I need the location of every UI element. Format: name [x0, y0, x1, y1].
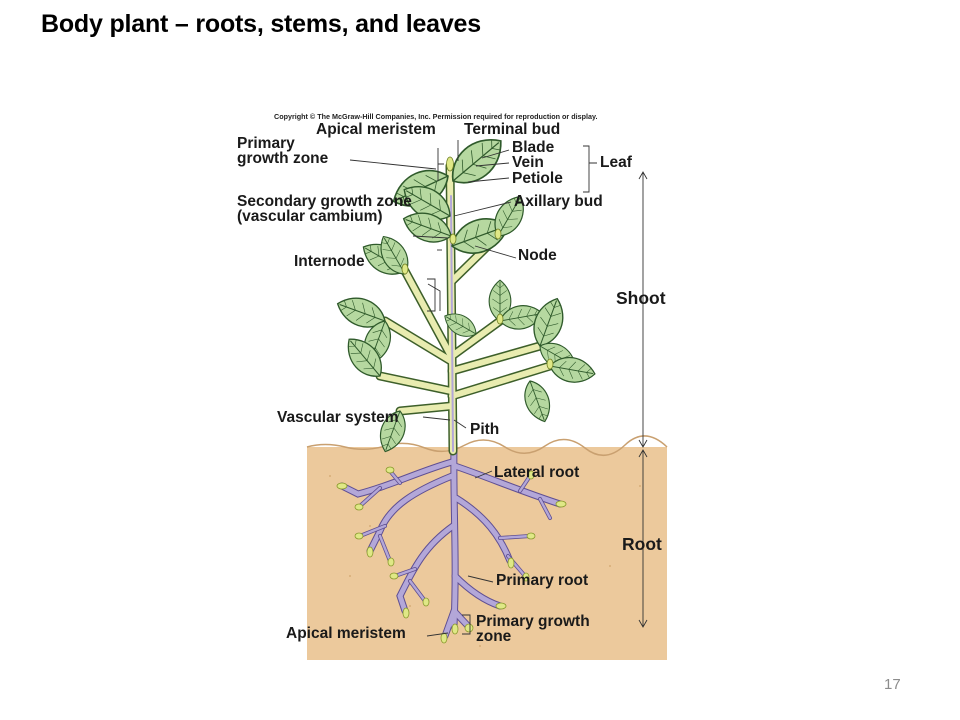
- root-tips: [336, 466, 567, 644]
- slide-number: 17: [884, 676, 901, 693]
- label-axillary-bud: Axillary bud: [514, 193, 603, 210]
- label-pith: Pith: [470, 421, 500, 438]
- plant-illustration: [306, 127, 668, 660]
- label-petiole: Petiole: [512, 170, 563, 187]
- label-primary-growth-zone-top: Primary growth zone: [237, 135, 329, 167]
- label-primary-growth-zone-bottom: Primary growth zone: [476, 613, 590, 645]
- label-primary-root: Primary root: [496, 572, 589, 589]
- buds: [401, 156, 554, 370]
- label-root: Root: [622, 534, 662, 554]
- leader-lines: [349, 140, 648, 637]
- label-secondary-growth-zone: Secondary growth zone (vascular cambium): [237, 193, 412, 225]
- label-shoot: Shoot: [616, 288, 666, 308]
- slide-title: Body plant – roots, stems, and leaves: [41, 10, 481, 38]
- label-vascular-system: Vascular system: [277, 409, 399, 426]
- label-lateral-root: Lateral root: [494, 464, 580, 481]
- soil-texture: [329, 475, 641, 647]
- label-vein: Vein: [512, 154, 544, 171]
- label-apical-meristem-top: Apical meristem: [316, 121, 436, 138]
- label-leaf: Leaf: [600, 154, 632, 171]
- label-internode: Internode: [294, 253, 365, 270]
- soil-surface: [306, 435, 668, 456]
- label-blade: Blade: [512, 139, 555, 156]
- label-apical-meristem-bottom: Apical meristem: [286, 625, 406, 642]
- copyright-notice: Copyright © The McGraw-Hill Companies, I…: [274, 112, 598, 121]
- label-node: Node: [518, 247, 557, 264]
- plant-body-diagram: Copyright © The McGraw-Hill Companies, I…: [230, 106, 690, 662]
- label-terminal-bud: Terminal bud: [464, 121, 561, 138]
